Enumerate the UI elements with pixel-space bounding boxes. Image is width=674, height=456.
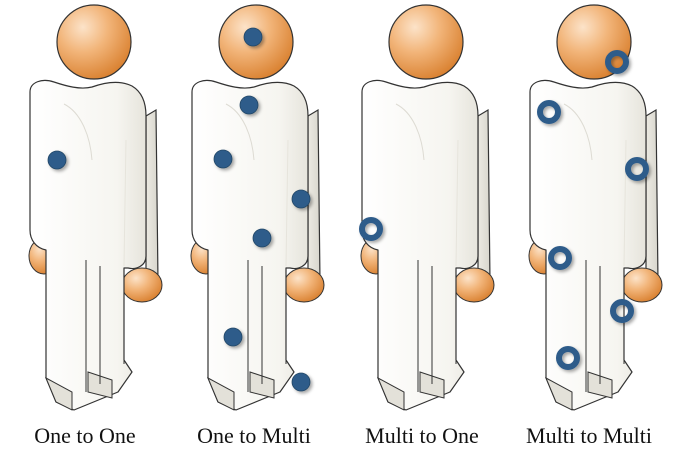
- connection-dot: [214, 150, 232, 168]
- caption-one-to-one: One to One: [0, 423, 170, 449]
- caption-multi-to-one: Multi to One: [337, 423, 507, 449]
- figure-multi-to-one: [361, 5, 494, 410]
- connection-dot: [48, 151, 66, 169]
- figure-one-to-one: [29, 5, 162, 410]
- connection-dot: [240, 96, 258, 114]
- connection-dot: [224, 328, 242, 346]
- caption-multi-to-multi: Multi to Multi: [504, 423, 674, 449]
- figure-multi-to-multi: [529, 5, 662, 410]
- connection-dot: [292, 373, 310, 391]
- connection-dot: [244, 28, 262, 46]
- figure-one-to-multi: [191, 5, 324, 410]
- connection-dot: [292, 190, 310, 208]
- caption-one-to-multi: One to Multi: [169, 423, 339, 449]
- connection-dot: [253, 229, 271, 247]
